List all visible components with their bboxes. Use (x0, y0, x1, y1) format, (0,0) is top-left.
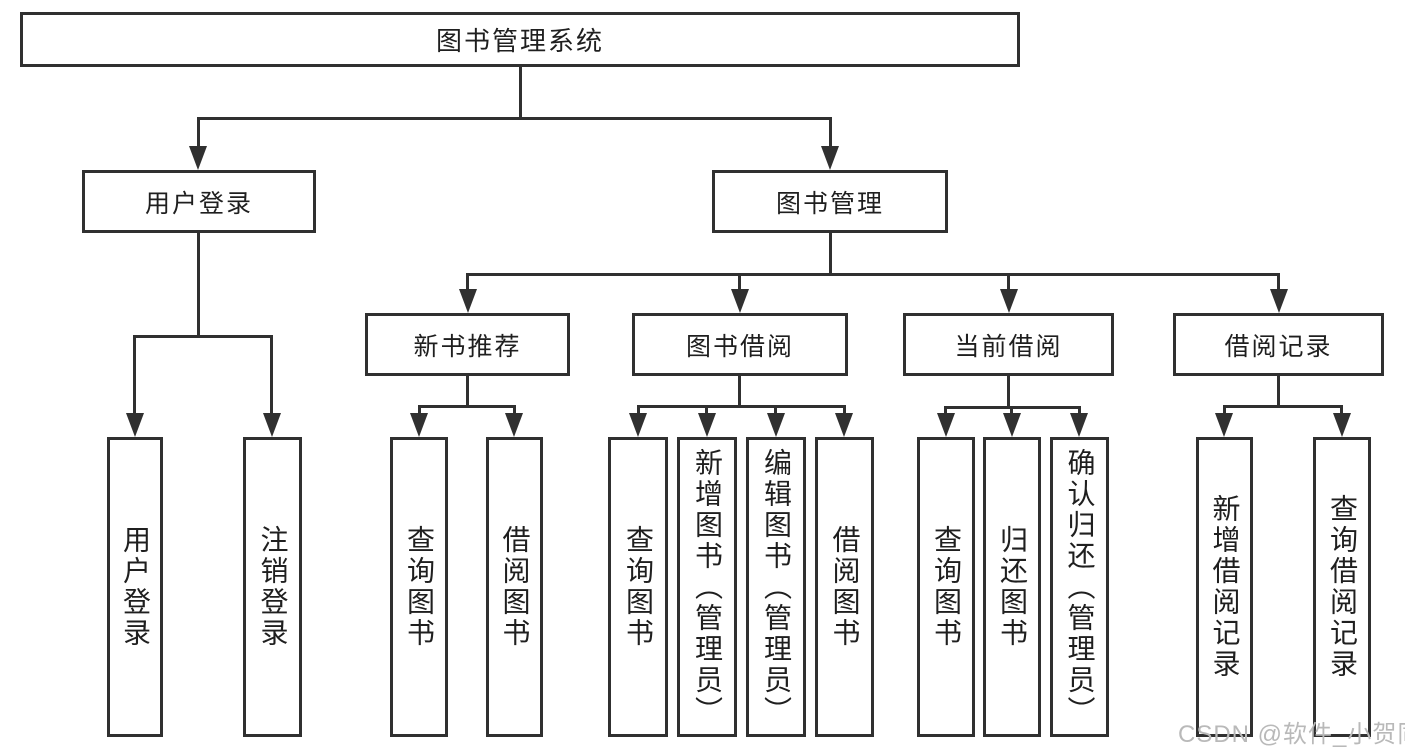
connector-line (738, 273, 741, 289)
connector-line (637, 405, 845, 408)
arrowhead-icon (410, 413, 428, 437)
connector-line (418, 405, 516, 408)
connector-line (1010, 406, 1013, 415)
leaf-logout: 注销登录 (243, 437, 302, 737)
leaf-edit-books-admin: 编辑图书（管理员） (746, 437, 806, 737)
arrowhead-icon (126, 413, 144, 437)
connector-line (1223, 405, 1342, 408)
connector-line (829, 117, 832, 148)
connector-line (133, 335, 136, 415)
connector-line (829, 233, 832, 273)
node-book-borrowing: 图书借阅 (632, 313, 848, 376)
arrowhead-icon (698, 413, 716, 437)
leaf-user-login: 用户登录 (107, 437, 163, 737)
node-new-book-recommend: 新书推荐 (365, 313, 570, 376)
connector-line (1007, 273, 1010, 289)
connector-line (843, 405, 846, 415)
connector-line (637, 405, 640, 415)
connector-line (1078, 406, 1081, 415)
leaf-borrow-books-recommend: 借阅图书 (486, 437, 543, 737)
connector-line (513, 405, 516, 415)
arrowhead-icon (189, 146, 207, 170)
connector-line (1007, 376, 1010, 406)
connector-line (1340, 405, 1343, 415)
connector-line (466, 376, 469, 405)
connector-line (133, 335, 273, 338)
leaf-confirm-return-admin: 确认归还（管理员） (1050, 437, 1109, 737)
connector-line (270, 335, 273, 415)
arrowhead-icon (731, 289, 749, 313)
arrowhead-icon (821, 146, 839, 170)
connector-line (466, 273, 1279, 276)
connector-line (774, 405, 777, 415)
leaf-query-books-borrowing: 查询图书 (608, 437, 668, 737)
arrowhead-icon (629, 413, 647, 437)
connector-line (418, 405, 421, 415)
connector-line (519, 67, 522, 117)
arrowhead-icon (263, 413, 281, 437)
arrowhead-icon (937, 413, 955, 437)
node-borrowing-records: 借阅记录 (1173, 313, 1384, 376)
leaf-borrow-books-borrowing: 借阅图书 (815, 437, 874, 737)
connector-line (197, 117, 200, 148)
arrowhead-icon (835, 413, 853, 437)
node-book-management: 图书管理 (712, 170, 948, 233)
leaf-add-books-admin: 新增图书（管理员） (677, 437, 737, 737)
csdn-watermark: CSDN @软件_小贺同学 (1178, 721, 1405, 747)
arrowhead-icon (1270, 289, 1288, 313)
connector-line (1277, 376, 1280, 405)
node-current-borrowing: 当前借阅 (903, 313, 1114, 376)
arrowhead-icon (767, 413, 785, 437)
arrowhead-icon (459, 289, 477, 313)
connector-line (738, 376, 741, 405)
connector-line (705, 405, 708, 415)
leaf-return-books: 归还图书 (983, 437, 1041, 737)
connector-line (466, 273, 469, 289)
arrowhead-icon (1003, 413, 1021, 437)
arrowhead-icon (1333, 413, 1351, 437)
node-user-login: 用户登录 (82, 170, 316, 233)
leaf-query-borrow-record: 查询借阅记录 (1313, 437, 1371, 737)
arrowhead-icon (1000, 289, 1018, 313)
arrowhead-icon (1215, 413, 1233, 437)
leaf-query-books-current: 查询图书 (917, 437, 975, 737)
connector-line (197, 117, 832, 120)
node-library-management-system: 图书管理系统 (20, 12, 1020, 67)
connector-line (1223, 405, 1226, 415)
arrowhead-icon (505, 413, 523, 437)
leaf-add-borrow-record: 新增借阅记录 (1196, 437, 1253, 737)
connector-line (944, 406, 947, 415)
connector-line (1277, 273, 1280, 289)
connector-line (197, 233, 200, 335)
leaf-query-books-recommend: 查询图书 (390, 437, 448, 737)
arrowhead-icon (1070, 413, 1088, 437)
